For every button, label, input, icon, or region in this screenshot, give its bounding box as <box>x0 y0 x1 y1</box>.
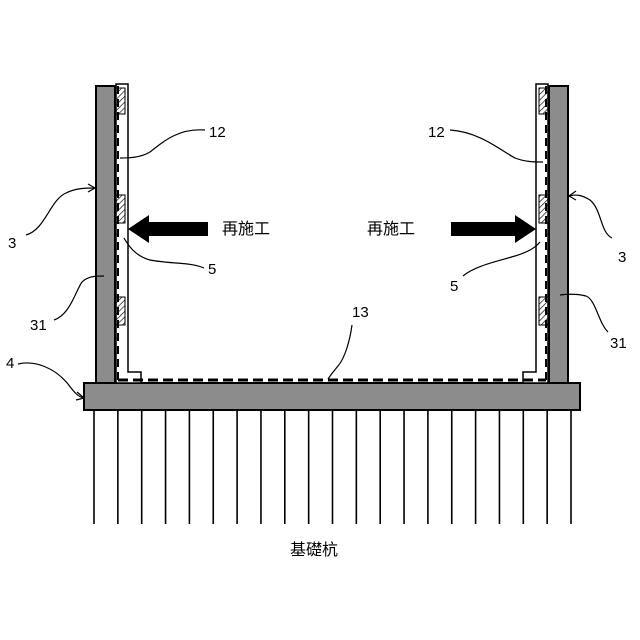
label-3-left: 3 <box>8 235 16 252</box>
right-liner-leader <box>450 130 543 162</box>
label-5-left: 5 <box>208 261 216 278</box>
bottom-liner-leader <box>328 325 352 379</box>
left-liner-leader <box>120 130 205 158</box>
rework-label-left: 再施工 <box>222 220 270 238</box>
rework-label-right: 再施工 <box>367 220 415 238</box>
foundation-piles <box>94 410 571 524</box>
label-4: 4 <box>6 355 14 372</box>
left-rework-arrow <box>128 215 208 243</box>
label-5-right: 5 <box>450 278 458 295</box>
left-wall <box>96 86 115 383</box>
label-12-left: 12 <box>209 124 226 141</box>
label-13: 13 <box>352 304 369 321</box>
label-31-right: 31 <box>610 335 627 352</box>
footing-leader <box>18 363 84 398</box>
foundation-piles-label: 基礎杭 <box>290 541 338 559</box>
right-rework-arrow <box>451 215 536 243</box>
right-anchor-leader <box>463 242 540 276</box>
right-wall-leader <box>569 195 612 238</box>
footing-slab <box>84 383 580 410</box>
label-3-right: 3 <box>618 249 626 266</box>
left-wall-leader <box>26 188 95 235</box>
label-31-left: 31 <box>30 317 47 334</box>
label-12-right: 12 <box>428 124 445 141</box>
left-anchor-leader <box>124 238 204 268</box>
right-wall <box>549 86 568 383</box>
